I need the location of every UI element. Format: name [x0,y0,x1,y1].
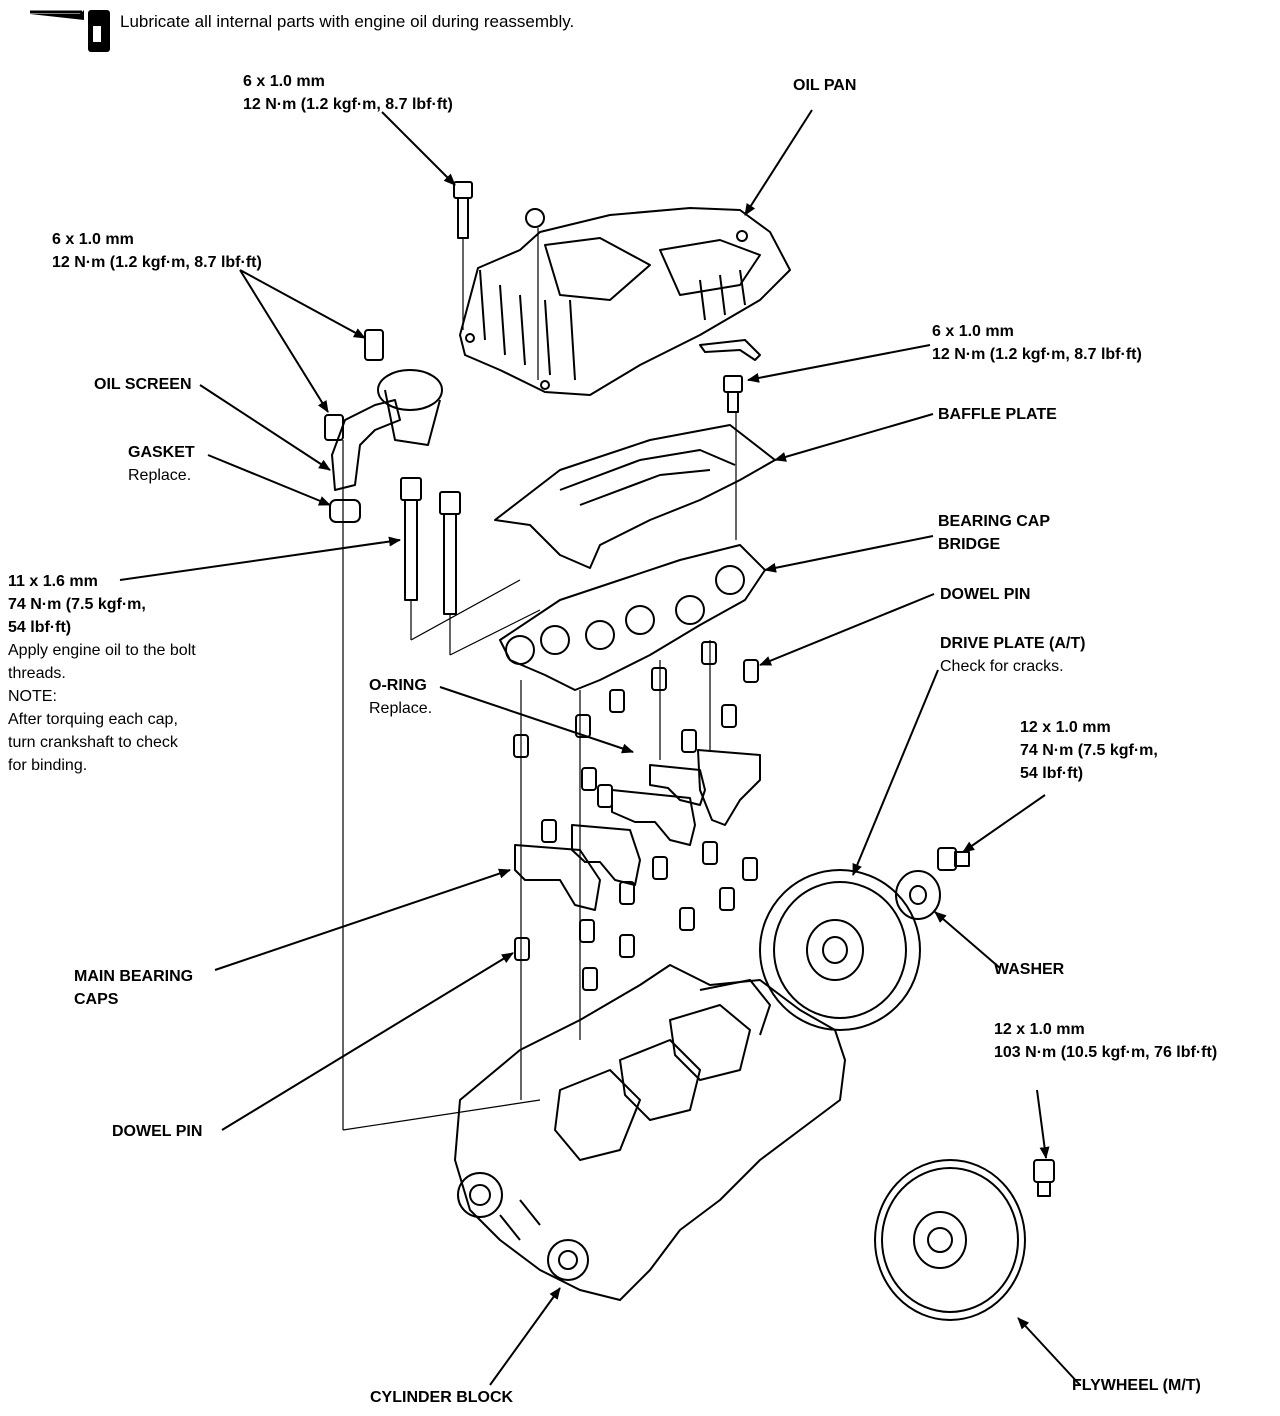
flywheel-part [874,1159,1055,1321]
label-oil-pan: OIL PAN [793,77,857,94]
label-gasket: GASKET Replace. [128,444,195,484]
main-bearing-bolts [400,477,461,615]
leader-arrows [119,109,1081,1386]
label-baffle-plate: BAFFLE PLATE [938,406,1057,423]
label-washer: WASHER [994,961,1065,978]
bearing-cap-bridge-part [499,544,766,691]
alignment-lines [342,228,737,1131]
dowel-pins [513,641,759,991]
label-bolt-baffle: 6 x 1.0 mm 12 N·m (1.2 kgf·m, 8.7 lbf·ft… [932,323,1142,363]
label-main-bolt: 11 x 1.6 mm 74 N·m (7.5 kgf·m, 54 lbf·ft… [8,573,196,774]
label-bolt-flywheel: 12 x 1.0 mm 103 N·m (10.5 kgf·m, 76 lbf·… [994,1021,1218,1061]
label-main-bearing-caps: MAIN BEARING CAPS [74,968,194,1008]
label-bolt-oil-pan: 6 x 1.0 mm 12 N·m (1.2 kgf·m, 8.7 lbf·ft… [243,73,453,113]
main-bearing-caps-part [514,749,761,911]
washer-part [895,870,941,920]
label-bolt-drive-plate: 12 x 1.0 mm 74 N·m (7.5 kgf·m, 54 lbf·ft… [1020,719,1158,782]
label-dowel-pin-right: DOWEL PIN [940,586,1031,603]
lubricate-note: Lubricate all internal parts with engine… [120,12,575,31]
label-oil-screen: OIL SCREEN [94,376,192,393]
label-flywheel: FLYWHEEL (M/T) [1072,1377,1201,1394]
label-cylinder-block: CYLINDER BLOCK [370,1389,514,1406]
drive-plate-bolt [937,847,970,871]
oil-pan-part [459,207,791,396]
label-bolt-oil-screen: 6 x 1.0 mm 12 N·m (1.2 kgf·m, 8.7 lbf·ft… [52,231,262,271]
label-bearing-cap-bridge: BEARING CAP BRIDGE [938,513,1051,553]
cylinder-block-part [454,964,846,1301]
drive-plate-part [759,869,921,1031]
oil-pan-bolt [453,181,473,239]
label-o-ring: O-RING Replace. [369,677,433,717]
baffle-plate-part [494,375,776,569]
oil-screen-part [324,329,443,523]
oil-can-icon [30,10,110,52]
label-drive-plate: DRIVE PLATE (A/T) Check for cracks. [940,635,1086,675]
label-dowel-pin-left: DOWEL PIN [112,1123,203,1140]
